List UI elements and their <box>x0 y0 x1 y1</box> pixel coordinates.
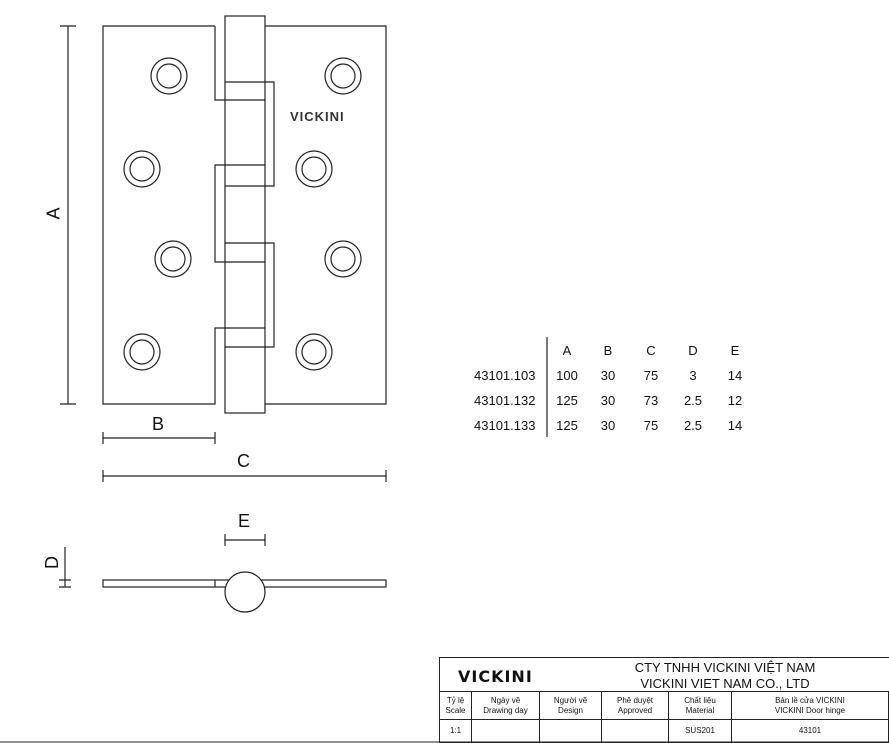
dim-a <box>60 25 76 405</box>
hinge-logo: VICKINI <box>290 109 345 124</box>
cell: 75 <box>643 368 659 383</box>
title-block: VICKINI CTY TNHH VICKINI VIỆT NAM VICKIN… <box>439 657 889 743</box>
cell: 125 <box>556 393 578 408</box>
cell: 12 <box>727 393 743 408</box>
dim-label-a: A <box>43 207 64 220</box>
row-code: 43101.103 <box>474 368 536 383</box>
col-header: C <box>646 343 656 358</box>
row-code: 43101.133 <box>474 418 536 433</box>
cell: 2.5 <box>683 418 703 433</box>
cell: 3 <box>689 368 697 383</box>
cell: 30 <box>600 418 616 433</box>
cell: 125 <box>556 418 578 433</box>
value-scale: 1:1 <box>440 720 472 742</box>
company-name-en: VICKINI VIET NAM CO., LTD <box>640 676 810 691</box>
dim-label-e: E <box>238 511 251 531</box>
screw-holes <box>123 57 362 371</box>
dim-b <box>102 432 216 444</box>
company-name-vi: CTY TNHH VICKINI VIỆT NAM <box>634 660 816 675</box>
value-drawing-day <box>472 720 540 742</box>
cell: 75 <box>643 418 659 433</box>
col-header: B <box>603 343 613 358</box>
dim-label-b: B <box>152 414 165 434</box>
cell: 30 <box>600 393 616 408</box>
value-product-code: 43101 <box>732 720 889 742</box>
dim-label-c: C <box>237 451 250 471</box>
col-header: D <box>688 343 698 358</box>
company-logo: VICKINI <box>458 667 533 686</box>
dim-e <box>224 534 266 546</box>
cell: 2.5 <box>683 393 703 408</box>
value-design <box>540 720 602 742</box>
side-view-barrel <box>224 571 266 613</box>
cell: 100 <box>556 368 578 383</box>
dim-c <box>102 470 387 482</box>
value-material: SUS201 <box>669 720 732 742</box>
row-code: 43101.132 <box>474 393 536 408</box>
value-approved <box>602 720 669 742</box>
dim-label-d: D <box>42 556 62 569</box>
left-leaf <box>102 25 225 405</box>
barrel <box>224 15 266 414</box>
cell: 14 <box>727 418 743 433</box>
col-header: A <box>562 343 572 358</box>
cell: 14 <box>727 368 743 383</box>
right-leaf <box>225 25 387 405</box>
dim-d <box>59 547 71 588</box>
cell: 30 <box>600 368 616 383</box>
cell: 73 <box>643 393 659 408</box>
col-header: E <box>730 343 740 358</box>
